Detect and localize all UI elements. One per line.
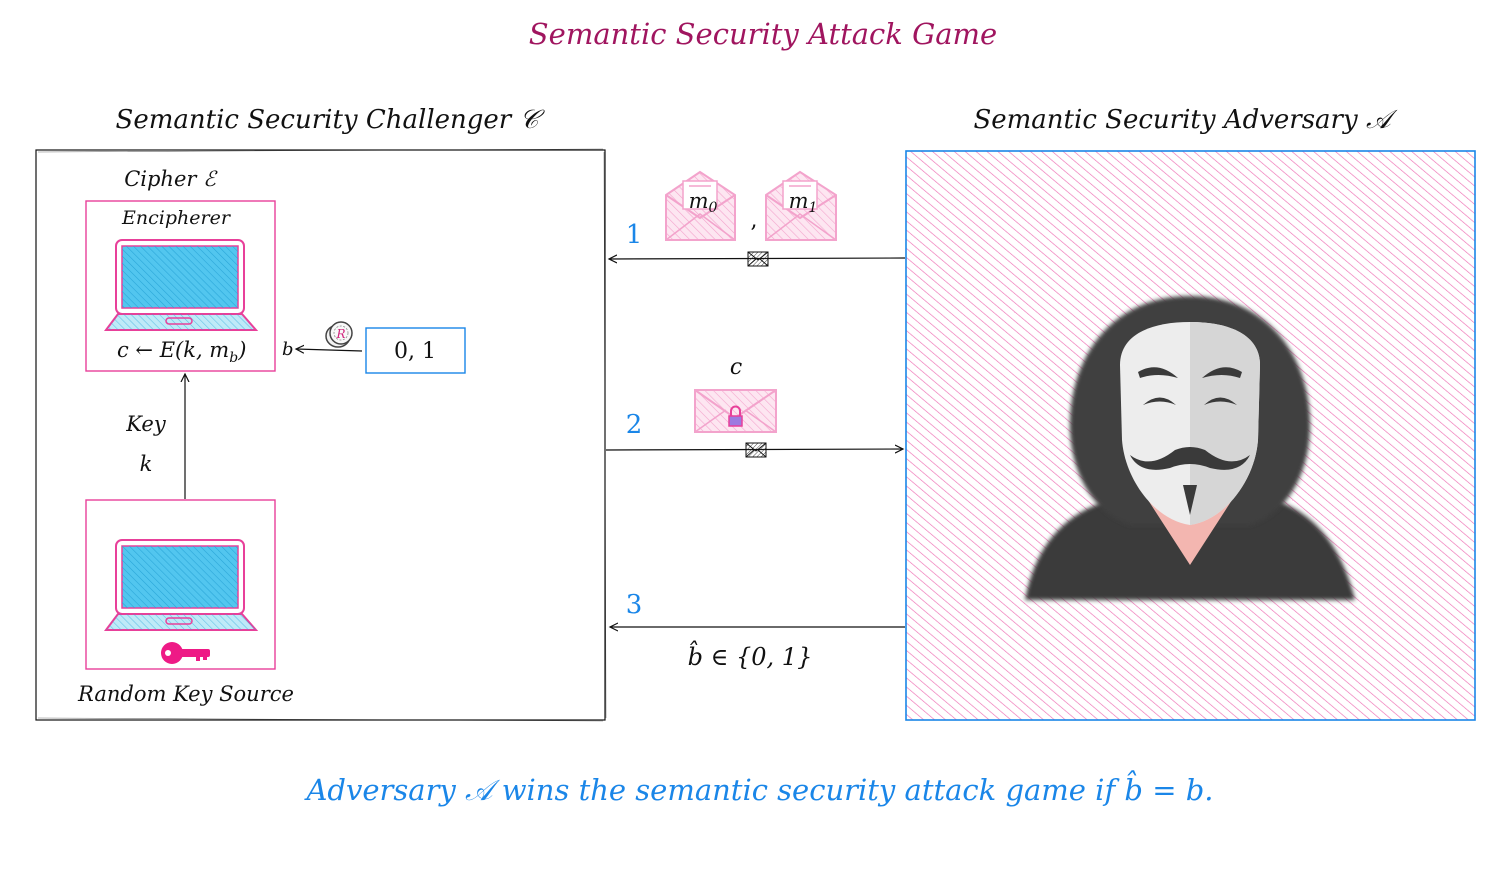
- coin-letter: R: [335, 327, 345, 341]
- step-1-number: 1: [626, 220, 643, 250]
- encipherer-label: Encipherer: [121, 207, 232, 229]
- envelope-icon: [745, 442, 767, 458]
- hacker-icon: [1025, 296, 1355, 600]
- adversary-heading: Semantic Security Adversary 𝒜: [973, 105, 1397, 135]
- bit-arrow: [296, 349, 363, 351]
- challenger-heading: Semantic Security Challenger 𝒞: [116, 105, 546, 135]
- key-icon: [161, 642, 210, 664]
- encrypt-formula: c ← E(k, mb): [117, 338, 246, 366]
- diagram-title: Semantic Security Attack Game: [529, 17, 997, 51]
- guess-label: b̂ ∈ {0, 1}: [688, 640, 813, 671]
- key-symbol: k: [140, 452, 153, 476]
- adversary-box: [905, 150, 1476, 721]
- locked-envelope-icon: [694, 389, 777, 433]
- challenger-box: [35, 148, 607, 722]
- envelope-m1-icon: m1: [765, 170, 837, 241]
- key-source-label: Random Key Source: [77, 682, 294, 706]
- ciphertext-label: c: [730, 355, 742, 380]
- laptop-icon: [104, 539, 259, 631]
- key-label: Key: [125, 412, 167, 436]
- footer-statement: Adversary 𝒜 wins the semantic security a…: [303, 770, 1213, 807]
- lock-icon: [728, 405, 743, 427]
- random-bit-box: 0, 1: [365, 327, 466, 374]
- random-bit-value: 0, 1: [394, 339, 436, 364]
- key-source-box: [85, 499, 276, 670]
- m1-label: m1: [789, 189, 818, 216]
- envelope-icon: [747, 251, 769, 267]
- encipherer-box: Encipherer c ← E(k, mb): [85, 200, 276, 372]
- m0-label: m0: [689, 189, 718, 216]
- message-comma: ,: [751, 208, 758, 233]
- cipher-label: Cipher ℰ: [124, 167, 218, 191]
- bit-label: b: [282, 339, 294, 360]
- coin-icon: R: [325, 321, 353, 348]
- envelope-m0-icon: m0: [665, 170, 736, 241]
- step-2-number: 2: [626, 410, 643, 440]
- laptop-icon: [104, 239, 259, 331]
- step-3-number: 3: [626, 590, 643, 620]
